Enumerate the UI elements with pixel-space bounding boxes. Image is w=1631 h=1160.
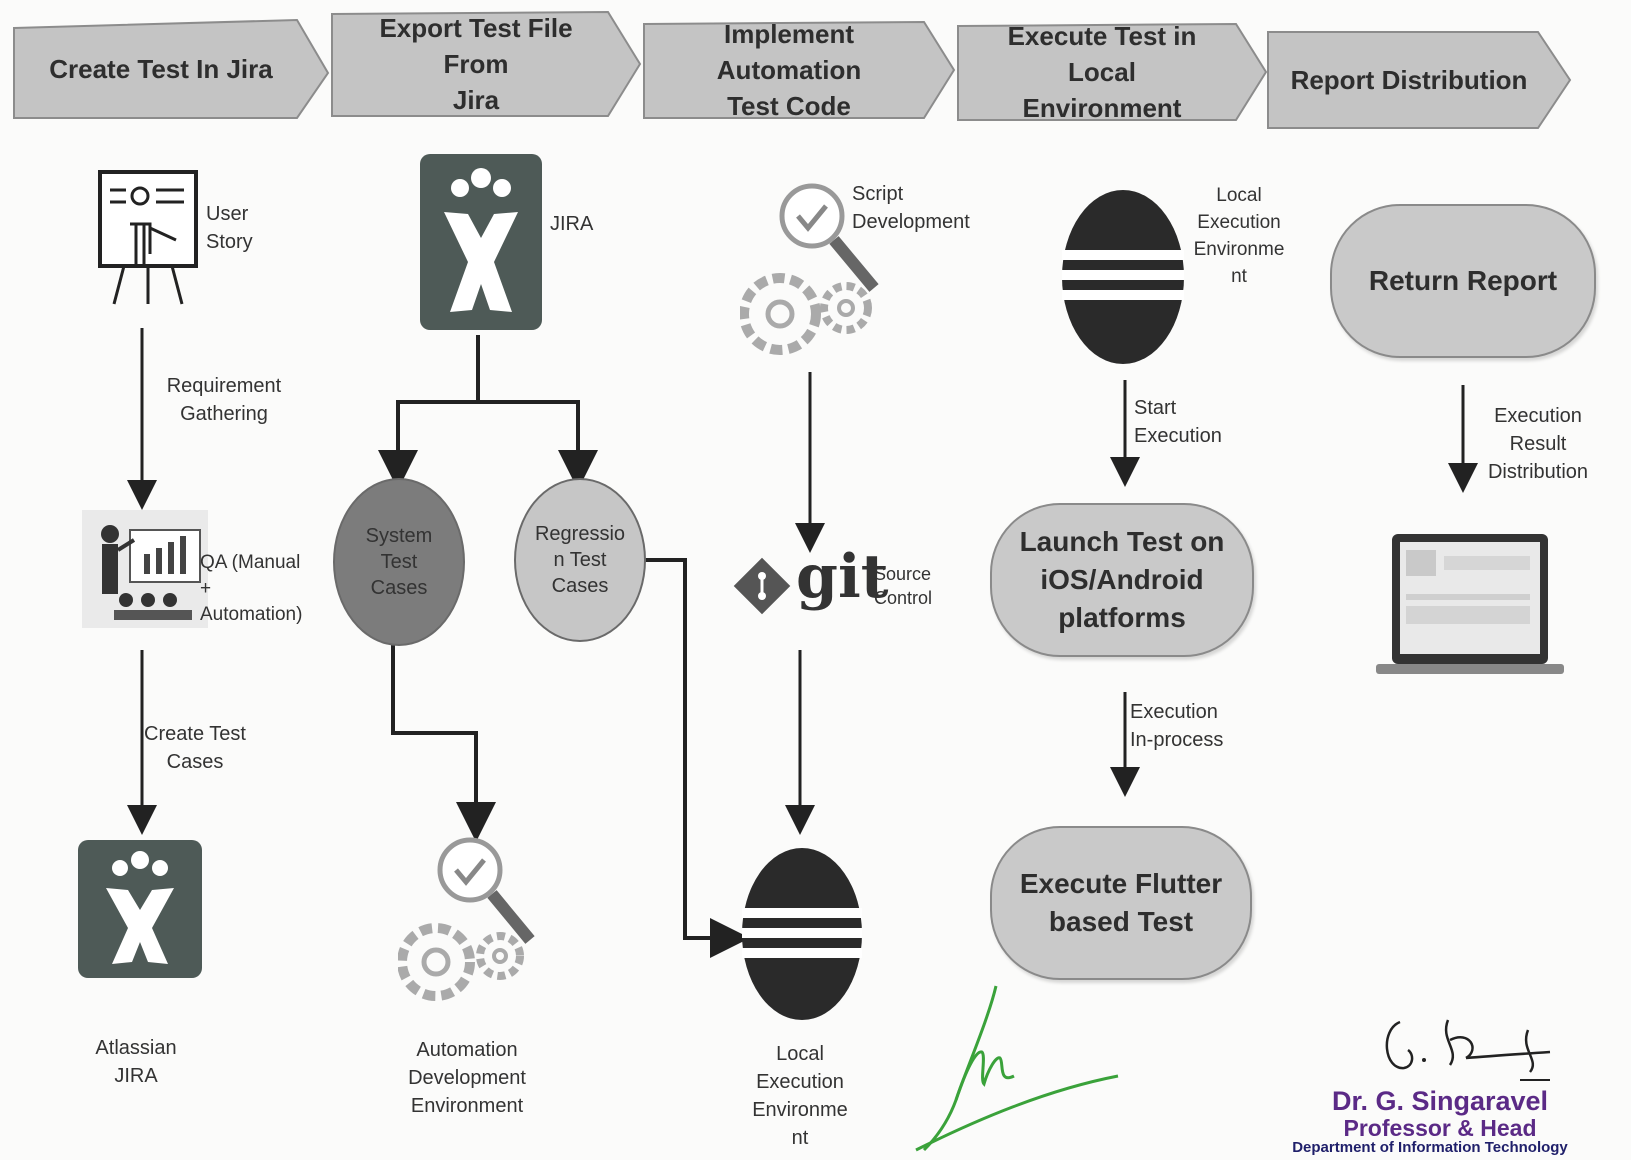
stage-label: Execute Test in Local Environment xyxy=(1007,21,1197,123)
gear-check-icon xyxy=(397,832,548,1012)
requirement-gathering-label: Requirement Gathering xyxy=(166,375,282,425)
automation-env-label: Automation Development Environment xyxy=(408,1039,526,1117)
execution-distribution-label: Execution Result Distribution xyxy=(1487,405,1589,483)
source-control-label: Source Control xyxy=(874,564,933,608)
qa-label: QA (Manual + Automation) xyxy=(200,552,303,625)
signatory-department: Department of Information Technology xyxy=(1292,1140,1568,1155)
stage-implement: Implement Automation Test Code xyxy=(642,19,956,121)
stage-export-test: Export Test File From Jira xyxy=(330,10,642,118)
eclipse-env-icon xyxy=(1060,188,1186,366)
start-execution-label: Start Execution xyxy=(1134,397,1222,447)
chevron-shape xyxy=(1267,31,1572,129)
stage-label: Create Test In Jira xyxy=(49,54,273,84)
stage-report: Report Distribution xyxy=(1266,30,1572,130)
execution-in-process-label: Execution In-process xyxy=(1130,701,1224,751)
local-env-label: Local Execution Environme nt xyxy=(752,1043,848,1149)
return-report-node: Return Report xyxy=(1330,204,1596,358)
system-test-cases-node: System Test Cases xyxy=(333,478,465,646)
stage-label: Export Test File From Jira xyxy=(379,13,573,115)
chevron-shape xyxy=(331,10,642,117)
stage-label: Implement Automation Test Code xyxy=(716,19,862,121)
user-story-label: User Story xyxy=(206,203,253,253)
qa-training-icon xyxy=(82,510,208,628)
script-development-label: Script Development xyxy=(852,183,970,233)
git-logo-icon xyxy=(732,556,792,616)
stage-create-test: Create Test In Jira xyxy=(12,18,330,120)
regression-test-cases-node: Regressio n Test Cases xyxy=(514,478,646,642)
signatory-name: Dr. G. Singaravel xyxy=(1331,1086,1549,1116)
chevron-shape xyxy=(957,22,1268,121)
signatory-title: Professor & Head xyxy=(1343,1115,1537,1141)
launch-test-node: Launch Test on iOS/Android platforms xyxy=(990,503,1254,657)
jira-logo-icon xyxy=(76,838,204,980)
execute-flutter-node: Execute Flutter based Test xyxy=(990,826,1252,980)
stage-execute: Execute Test in Local Environment xyxy=(956,21,1268,123)
create-test-cases-label: Create Test Cases xyxy=(144,723,246,773)
gear-check-icon xyxy=(739,178,890,368)
laptop-icon xyxy=(1374,532,1566,682)
atlassian-jira-label: Atlassian JIRA xyxy=(95,1037,177,1087)
handwritten-signature-black xyxy=(1370,1010,1570,1090)
eclipse-env-icon xyxy=(740,846,864,1022)
chevron-shape xyxy=(643,20,956,119)
jira-label: JIRA xyxy=(550,213,594,235)
presentation-icon xyxy=(96,168,200,308)
local-env-label: Local Execution Environme nt xyxy=(1193,185,1285,287)
jira-logo-icon xyxy=(418,152,544,332)
git-wordmark: git xyxy=(796,542,889,612)
chevron-shape xyxy=(13,18,330,119)
stage-label: Report Distribution xyxy=(1290,65,1528,95)
handwritten-signature-green xyxy=(896,980,1126,1155)
